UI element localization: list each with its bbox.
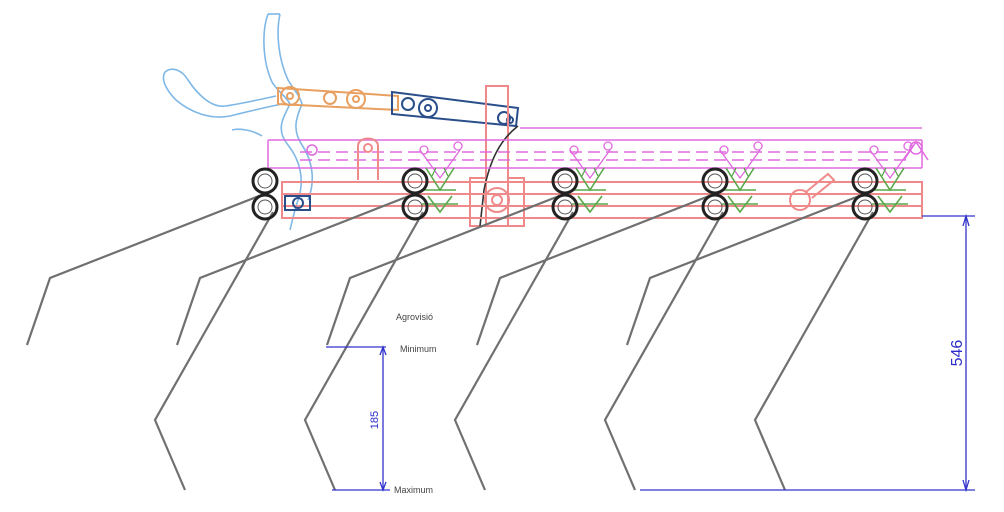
spring-coil-icon <box>551 167 579 221</box>
spring-coil-icon <box>401 167 429 221</box>
dimension-large-value: 546 <box>949 340 966 367</box>
long-tine-2 <box>303 211 424 491</box>
red-bracket <box>357 137 379 180</box>
short-tine-1 <box>25 194 260 346</box>
short-tine-3 <box>325 194 560 346</box>
orange-linkage <box>277 86 399 112</box>
long-tine-5 <box>753 211 874 491</box>
spring-coil-icon <box>851 167 879 221</box>
dimension-small-value: 185 <box>369 411 381 429</box>
agrovisio-label: Agrovisió <box>396 312 433 322</box>
spring-coil-icon <box>701 167 729 221</box>
upper-frame <box>267 127 929 169</box>
short-tine-5 <box>625 194 860 346</box>
red-post <box>469 85 525 227</box>
long-tine-1 <box>153 211 274 491</box>
tine-group <box>25 194 874 491</box>
long-tine-4 <box>603 211 724 491</box>
spring-coil-icon <box>251 167 279 221</box>
first-clamp <box>284 195 311 211</box>
maximum-label: Maximum <box>394 485 433 495</box>
long-tine-3 <box>453 211 574 491</box>
spring-group <box>251 167 879 221</box>
leaf-clamp-icon <box>419 141 463 214</box>
short-tine-2 <box>175 194 410 346</box>
control-cable <box>479 125 519 227</box>
minimum-label: Minimum <box>400 344 437 354</box>
short-tine-4 <box>475 194 710 346</box>
dark-blue-lever <box>391 90 520 128</box>
dimension-small <box>326 345 390 492</box>
tilt-lever <box>789 172 836 211</box>
dimension-large <box>640 213 975 493</box>
hand-lever-icon <box>162 13 314 231</box>
